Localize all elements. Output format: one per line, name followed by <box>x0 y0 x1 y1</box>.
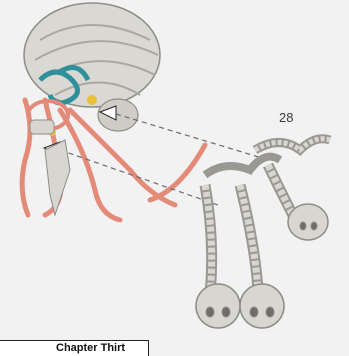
skull-dome <box>24 3 160 131</box>
caption-text: Chapter Thirt <box>56 342 125 354</box>
callout-number: 28 <box>279 110 293 125</box>
central-bones <box>30 120 70 215</box>
caption-box: Chapter Thirt <box>0 340 149 356</box>
bone-chains <box>196 139 330 328</box>
